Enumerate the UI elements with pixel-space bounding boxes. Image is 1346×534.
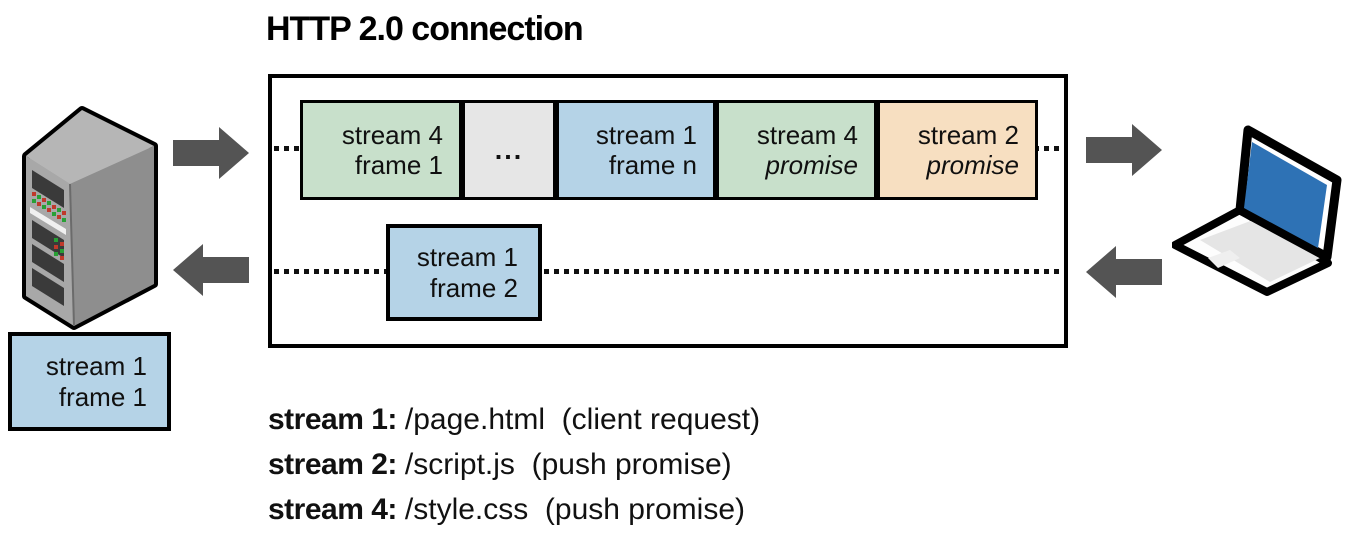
frame-stream4-promise: stream 4 promise [716, 100, 877, 200]
diagram-title: HTTP 2.0 connection [266, 10, 584, 48]
arrow-left-icon [1086, 246, 1162, 298]
legend-label: stream 2: [268, 448, 397, 481]
legend-item-stream1: stream 1:/page.html (client request) [268, 397, 760, 442]
legend-value: /page.html (client request) [404, 403, 761, 436]
frame-stream1-frame-n: stream 1 frame n [556, 100, 716, 200]
inbound-dotted-line [274, 269, 1062, 274]
frame-line2: frame 1 [354, 150, 443, 180]
frame-line2: frame 2 [429, 272, 518, 303]
frame-line2: promise [926, 150, 1019, 180]
legend-label: stream 4: [268, 493, 397, 526]
legend-label: stream 1: [268, 403, 397, 436]
frame-line1: stream 1 [416, 241, 518, 272]
http2-connection-box [268, 74, 1068, 348]
frame-line1: stream 1 [45, 350, 147, 381]
ellipsis-icon: ... [494, 135, 524, 165]
outbound-frames-row: stream 4 frame 1 ... stream 1 frame n st… [300, 100, 1038, 200]
frame-line1: stream 2 [917, 120, 1019, 150]
server-tower-icon [22, 106, 158, 330]
arrow-right-icon [173, 127, 249, 179]
laptop-icon [1172, 125, 1342, 296]
frame-stream2-promise: stream 2 promise [877, 100, 1038, 200]
frame-line1: stream 1 [595, 120, 697, 150]
legend-value: /style.css (push promise) [404, 493, 745, 526]
frame-line1: stream 4 [756, 120, 858, 150]
frame-stream1-frame2: stream 1 frame 2 [386, 224, 542, 321]
frame-line2: frame 1 [58, 381, 147, 412]
frame-stream4-frame1: stream 4 frame 1 [300, 100, 462, 200]
legend-item-stream4: stream 4:/style.css (push promise) [268, 487, 760, 532]
arrow-right-icon [1086, 124, 1162, 176]
frame-stream1-frame1: stream 1 frame 1 [8, 332, 171, 431]
legend-value: /script.js (push promise) [404, 448, 732, 481]
legend-item-stream2: stream 2:/script.js (push promise) [268, 442, 760, 487]
frame-line2: frame n [608, 150, 697, 180]
arrow-left-icon [173, 244, 249, 296]
frame-line2: promise [765, 150, 858, 180]
frame-line1: stream 4 [341, 120, 443, 150]
frame-ellipsis: ... [462, 100, 556, 200]
legend: stream 1:/page.html (client request) str… [268, 397, 760, 532]
